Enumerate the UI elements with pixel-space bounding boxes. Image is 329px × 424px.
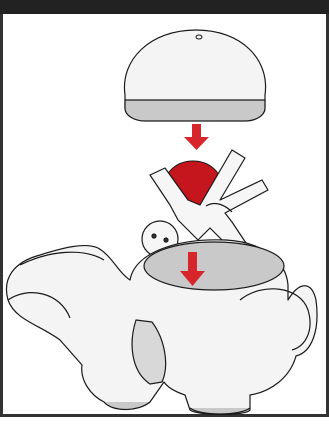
- figure-icon: [141, 149, 269, 259]
- left-border: [0, 14, 3, 416]
- arrow-down-icon: [184, 124, 209, 150]
- right-border: [326, 14, 329, 416]
- arrow-down-icon: [180, 252, 205, 286]
- top-border: [0, 0, 329, 14]
- bottom-border: [0, 414, 329, 417]
- dome-lid-icon: [123, 29, 267, 122]
- base-icon: [6, 239, 318, 416]
